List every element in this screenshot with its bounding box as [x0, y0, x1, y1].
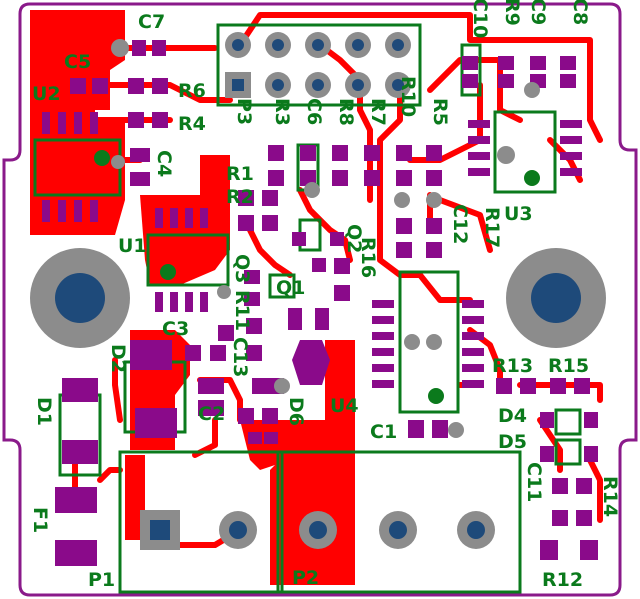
label-u4: U4 [330, 395, 359, 417]
terminal-p1 [118, 450, 284, 594]
label-r11: R11 [231, 290, 253, 331]
label-p2: P2 [292, 567, 319, 589]
label-p1: P1 [88, 569, 115, 591]
label-c4: C4 [153, 150, 175, 177]
label-c1: C1 [370, 421, 397, 443]
label-q1: Q1 [276, 277, 305, 299]
label-r13: R13 [492, 355, 533, 377]
label-d1: D1 [33, 397, 55, 426]
label-c7: C7 [138, 11, 165, 33]
label-r3: R3 [271, 98, 293, 126]
label-c13: C13 [229, 337, 251, 377]
terminal-p2 [276, 450, 522, 594]
label-c8: C8 [569, 0, 591, 25]
label-r14: R14 [599, 476, 621, 517]
label-c9: C9 [527, 0, 549, 25]
label-r9: R9 [501, 0, 523, 26]
header-p3 [216, 23, 422, 107]
label-r17: R17 [481, 207, 503, 248]
label-r10: R10 [397, 76, 419, 117]
smd-pads [42, 40, 598, 566]
label-c11: C11 [523, 462, 545, 502]
label-u1: U1 [118, 235, 147, 257]
label-r16: R16 [357, 237, 379, 278]
label-r5: R5 [429, 98, 451, 126]
label-d6: D6 [285, 397, 307, 426]
label-r15: R15 [548, 355, 589, 377]
label-c5: C5 [64, 51, 91, 73]
label-r6: R6 [178, 80, 206, 102]
label-q3: Q3 [231, 254, 253, 283]
mounting-holes [30, 248, 606, 348]
label-d5: D5 [498, 431, 527, 453]
label-r8: R8 [335, 98, 357, 126]
label-r12: R12 [542, 569, 583, 591]
label-c2: C2 [198, 403, 225, 425]
label-c12: C12 [449, 204, 471, 244]
label-r7: R7 [367, 98, 389, 126]
vias [111, 39, 540, 438]
label-r1: R1 [226, 163, 254, 185]
label-d4: D4 [498, 405, 527, 427]
label-c3: C3 [162, 318, 189, 340]
label-d2: D2 [107, 344, 129, 373]
designators: C7 C5 U2 R6 R4 C4 U1 R1 R2 P3 R3 C6 R8 R… [29, 0, 621, 591]
pin1-markers [94, 150, 540, 404]
label-c6: C6 [303, 98, 325, 125]
label-q2: Q2 [343, 224, 365, 253]
label-u3: U3 [504, 203, 533, 225]
label-r4: R4 [178, 113, 206, 135]
label-c10: C10 [469, 0, 491, 38]
label-p3: P3 [233, 98, 255, 125]
label-f1: F1 [29, 507, 51, 533]
label-r2: R2 [226, 186, 254, 208]
label-u2: U2 [32, 83, 61, 105]
